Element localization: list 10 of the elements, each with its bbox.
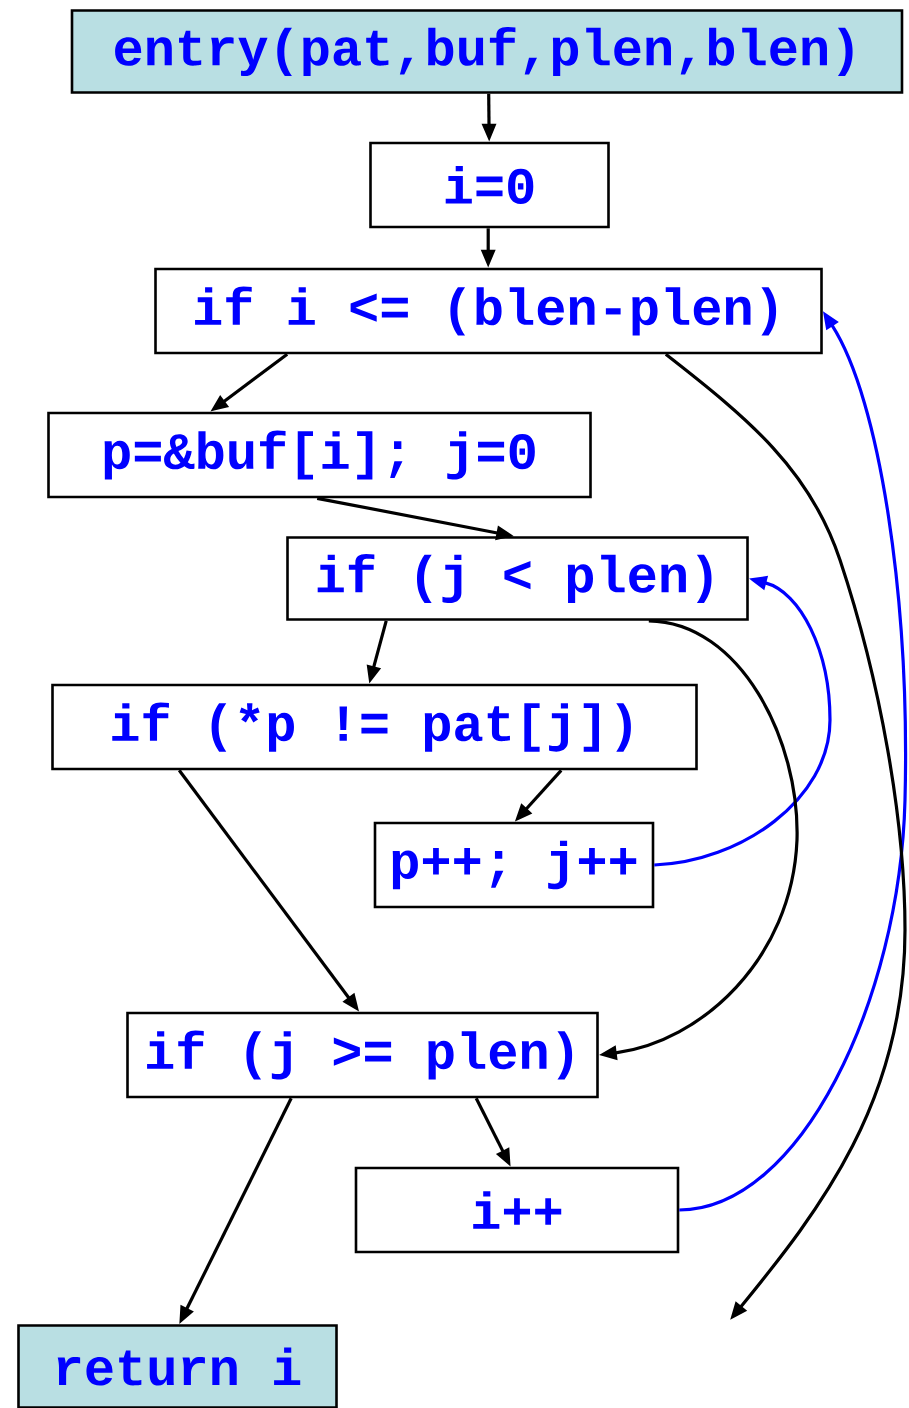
- process-box: if i <= (blen-plen): [154, 267, 823, 355]
- process-box: if (j >= plen): [126, 1011, 599, 1099]
- process-box: p++; j++: [373, 821, 655, 909]
- process-box: p=&buf[i]; j=0: [47, 411, 592, 499]
- terminal-box: return i: [17, 1324, 338, 1408]
- process-box: if (j < plen): [286, 536, 749, 621]
- process-box: if (*p != pat[j]): [51, 683, 698, 771]
- process-box: i++: [354, 1166, 680, 1254]
- terminal-box: entry(pat,buf,plen,blen): [70, 9, 904, 94]
- process-box: i=0: [369, 141, 610, 229]
